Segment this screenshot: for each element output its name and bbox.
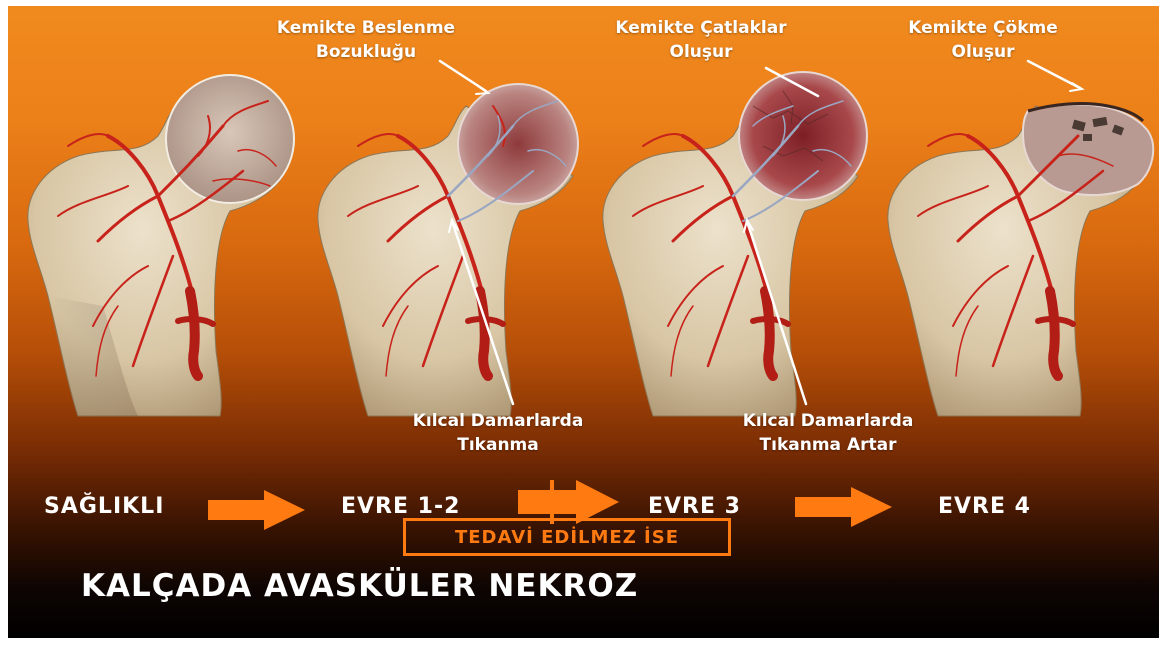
page-title: KALÇADA AVASKÜLER NEKROZ: [81, 568, 638, 604]
label-cracks: Kemikte Çatlaklar Oluşur: [586, 16, 816, 64]
femur-stage-3: [603, 72, 867, 416]
label-nutrition-disorder: Kemikte Beslenme Bozukluğu: [256, 16, 476, 64]
untreated-note-box: TEDAVİ EDİLMEZ İSE: [403, 518, 731, 556]
stage-4: EVRE 4: [938, 494, 1031, 519]
stage-healthy: SAĞLIKLI: [44, 494, 164, 519]
label-capillary2-line1: Kılcal Damarlarda: [718, 409, 938, 433]
label-capillary1-line1: Kılcal Damarlarda: [388, 409, 608, 433]
label-capillary-blockage: Kılcal Damarlarda Tıkanma: [388, 409, 608, 457]
stage-1-2: EVRE 1-2: [341, 494, 460, 519]
label-nutrition-line2: Bozukluğu: [256, 40, 476, 64]
label-collapse-line2: Oluşur: [878, 40, 1088, 64]
stage-3: EVRE 3: [648, 494, 741, 519]
femur-stage-1-2: [318, 84, 578, 416]
femur-healthy: [28, 75, 294, 416]
label-collapse-line1: Kemikte Çökme: [878, 16, 1088, 40]
label-nutrition-line1: Kemikte Beslenme: [256, 16, 476, 40]
label-capillary1-line2: Tıkanma: [388, 433, 608, 457]
label-capillary-blockage-increases: Kılcal Damarlarda Tıkanma Artar: [718, 409, 938, 457]
label-cracks-line2: Oluşur: [586, 40, 816, 64]
femur-stage-4: [888, 104, 1153, 416]
label-capillary2-line2: Tıkanma Artar: [718, 433, 938, 457]
label-collapse: Kemikte Çökme Oluşur: [878, 16, 1088, 64]
untreated-note: TEDAVİ EDİLMEZ İSE: [455, 527, 679, 548]
diagram-canvas: Kemikte Beslenme Bozukluğu Kemikte Çatla…: [8, 6, 1159, 638]
label-cracks-line1: Kemikte Çatlaklar: [586, 16, 816, 40]
